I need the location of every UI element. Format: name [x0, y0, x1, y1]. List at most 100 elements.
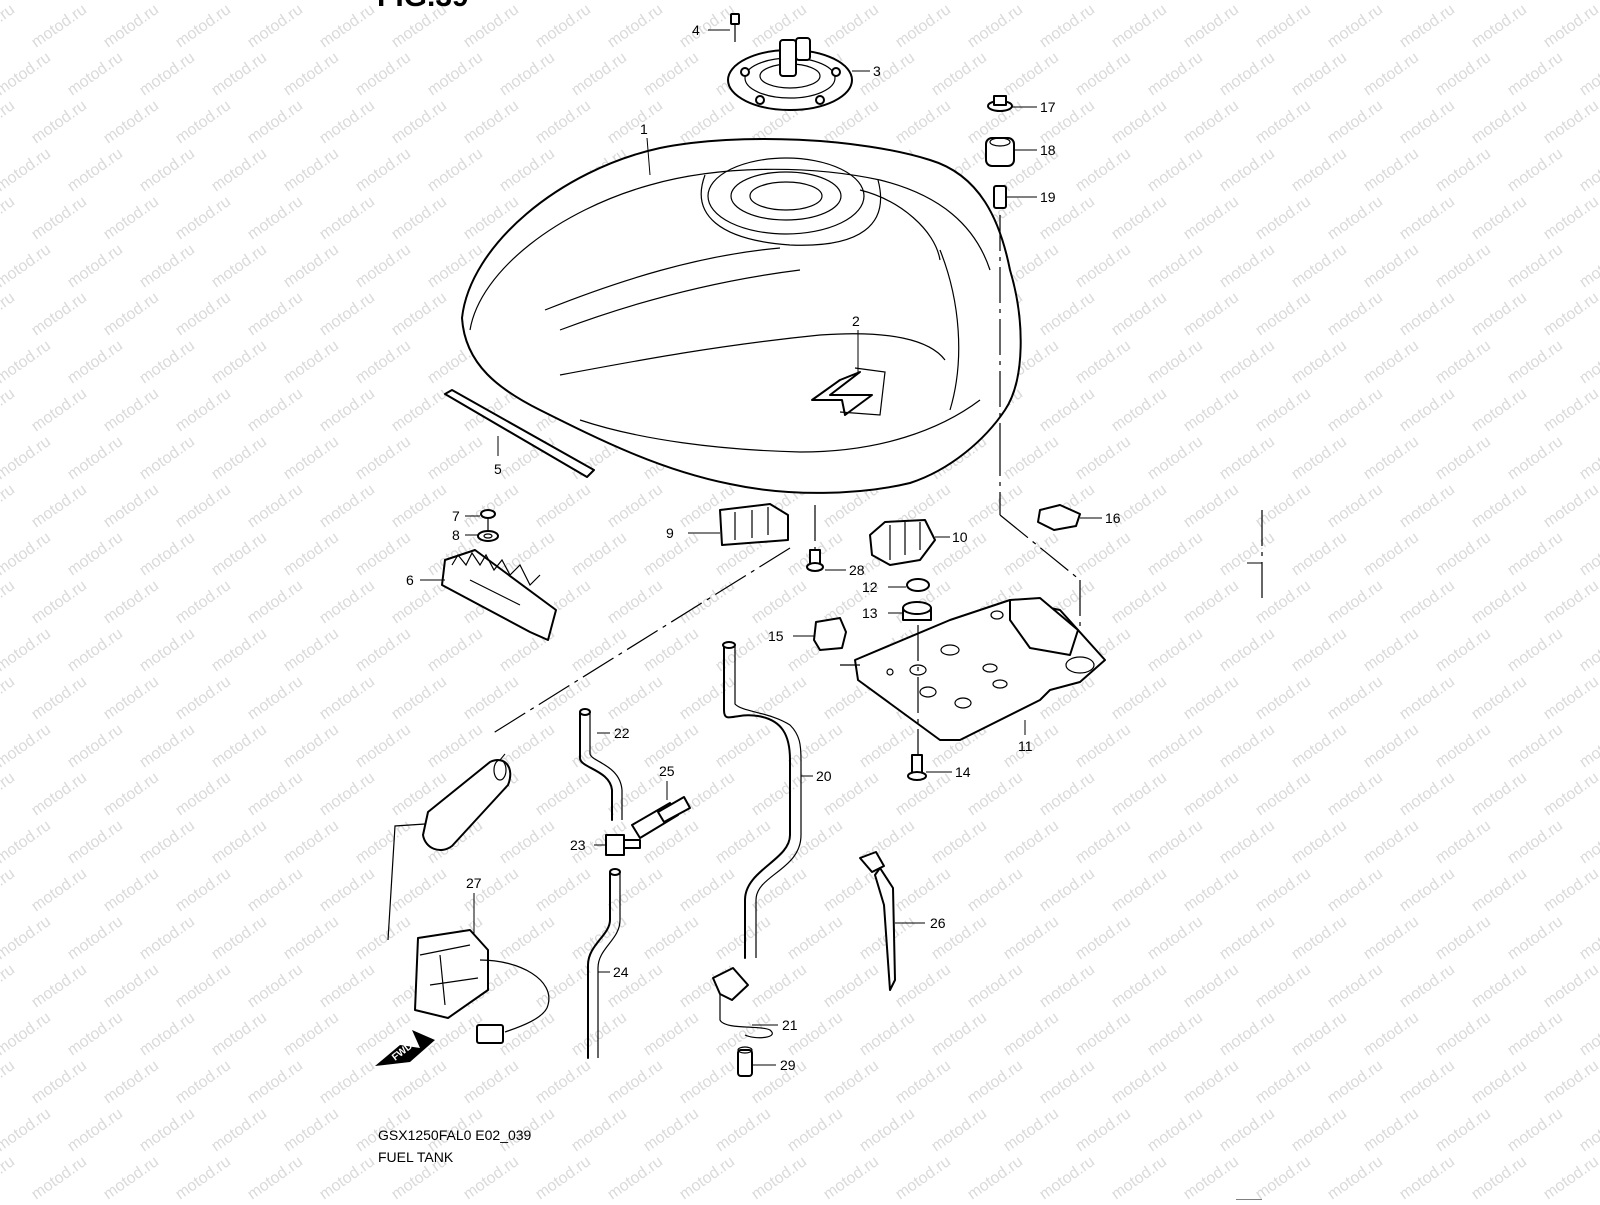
watermark-text: motod.ru: [1469, 961, 1530, 1011]
watermark-text: motod.ru: [1253, 97, 1314, 147]
watermark-text: motod.ru: [1361, 49, 1422, 99]
watermark-text: motod.ru: [101, 769, 162, 819]
watermark-text: motod.ru: [137, 913, 198, 963]
watermark-text: motod.ru: [173, 1153, 234, 1200]
watermark-text: motod.ru: [29, 385, 90, 435]
watermark-text: motod.ru: [569, 625, 630, 675]
watermark-text: motod.ru: [137, 241, 198, 291]
watermark-text: motod.ru: [1145, 913, 1206, 963]
watermark-text: motod.ru: [1109, 769, 1170, 819]
watermark-text: motod.ru: [1361, 529, 1422, 579]
watermark-text: motod.ru: [1181, 385, 1242, 435]
watermark-text: motod.ru: [857, 1009, 918, 1059]
watermark-text: motod.ru: [965, 481, 1026, 531]
callout-26: 26: [930, 915, 946, 931]
watermark-text: motod.ru: [101, 481, 162, 531]
callout-16: 16: [1105, 510, 1121, 526]
watermark-text: motod.ru: [1505, 625, 1566, 675]
watermark-text: motod.ru: [893, 97, 954, 147]
watermark-text: motod.ru: [245, 673, 306, 723]
watermark-text: motod.ru: [785, 817, 846, 867]
watermark-text: motod.ru: [641, 49, 702, 99]
watermark-text: motod.ru: [1289, 625, 1350, 675]
watermark-text: motod.ru: [641, 625, 702, 675]
watermark-text: motod.ru: [461, 481, 522, 531]
watermark-text: motod.ru: [353, 145, 414, 195]
watermark-text: motod.ru: [209, 817, 270, 867]
watermark-text: motod.ru: [1361, 1009, 1422, 1059]
callout-15: 15: [768, 628, 784, 644]
watermark-text: motod.ru: [1001, 817, 1062, 867]
leader-lines: [420, 29, 1102, 1066]
watermark-text: motod.ru: [0, 721, 54, 771]
watermark-text: motod.ru: [0, 289, 18, 339]
watermark-text: motod.ru: [1577, 913, 1600, 963]
watermark-text: motod.ru: [101, 1, 162, 51]
watermark-text: motod.ru: [1577, 49, 1600, 99]
watermark-text: motod.ru: [497, 913, 558, 963]
watermark-text: motod.ru: [1505, 337, 1566, 387]
watermark-text: motod.ru: [65, 1009, 126, 1059]
watermark-text: motod.ru: [641, 1009, 702, 1059]
watermark-text: motod.ru: [1253, 1, 1314, 51]
fuel-tank-part: [461, 138, 1022, 494]
watermark-text: motod.ru: [677, 769, 738, 819]
watermark-text: motod.ru: [1073, 529, 1134, 579]
watermark-text: motod.ru: [1181, 1153, 1242, 1200]
watermark-text: motod.ru: [1109, 193, 1170, 243]
watermark-text: motod.ru: [1145, 49, 1206, 99]
watermark-text: motod.ru: [1397, 961, 1458, 1011]
watermark-text: motod.ru: [1145, 145, 1206, 195]
watermark-text: motod.ru: [461, 1057, 522, 1107]
watermark-text: motod.ru: [965, 961, 1026, 1011]
watermark-text: motod.ru: [1361, 817, 1422, 867]
watermark-text: motod.ru: [569, 1105, 630, 1155]
watermark-text: motod.ru: [605, 1, 666, 51]
watermark-text: motod.ru: [281, 1105, 342, 1155]
watermark-text: motod.ru: [65, 1105, 126, 1155]
watermark-text: motod.ru: [1505, 913, 1566, 963]
watermark-text: motod.ru: [1001, 1009, 1062, 1059]
watermark-text: motod.ru: [1073, 337, 1134, 387]
watermark-text: motod.ru: [1181, 865, 1242, 915]
watermark-text: motod.ru: [1577, 0, 1600, 3]
watermark-text: motod.ru: [0, 433, 54, 483]
watermark-text: motod.ru: [1397, 769, 1458, 819]
watermark-text: motod.ru: [1361, 1105, 1422, 1155]
watermark-text: motod.ru: [1541, 865, 1600, 915]
watermark-text: motod.ru: [1541, 289, 1600, 339]
watermark-text: motod.ru: [1109, 1153, 1170, 1200]
watermark-text: motod.ru: [1289, 433, 1350, 483]
watermark-text: motod.ru: [1325, 289, 1386, 339]
watermark-text: motod.ru: [0, 1, 18, 51]
watermark-text: motod.ru: [1361, 625, 1422, 675]
watermark-text: motod.ru: [533, 97, 594, 147]
watermark-text: motod.ru: [137, 721, 198, 771]
watermark-text: motod.ru: [641, 0, 702, 3]
watermark-text: motod.ru: [1397, 481, 1458, 531]
watermark-text: motod.ru: [353, 337, 414, 387]
watermark-text: motod.ru: [641, 913, 702, 963]
callout-14: 14: [955, 764, 971, 780]
watermark-text: motod.ru: [353, 721, 414, 771]
watermark-text: motod.ru: [1181, 481, 1242, 531]
watermark-text: motod.ru: [1577, 625, 1600, 675]
watermark-text: motod.ru: [137, 0, 198, 3]
fuel-cap-part: [727, 37, 853, 111]
watermark-text: motod.ru: [533, 961, 594, 1011]
watermark-text: motod.ru: [209, 625, 270, 675]
watermark-text: motod.ru: [173, 673, 234, 723]
watermark-text: motod.ru: [173, 97, 234, 147]
watermark-text: motod.ru: [1505, 1105, 1566, 1155]
watermark-text: motod.ru: [1541, 1153, 1600, 1200]
watermark-text: motod.ru: [209, 145, 270, 195]
watermark-text: motod.ru: [1469, 97, 1530, 147]
watermark-text: motod.ru: [1541, 1, 1600, 51]
bracket-bolt-part: [907, 754, 927, 781]
mount-bolt-cushion-part: [985, 95, 1015, 440]
side-trim-part: [444, 389, 595, 478]
callout-7: 7: [452, 508, 460, 524]
watermark-text: motod.ru: [497, 1009, 558, 1059]
watermark-text: motod.ru: [1181, 97, 1242, 147]
